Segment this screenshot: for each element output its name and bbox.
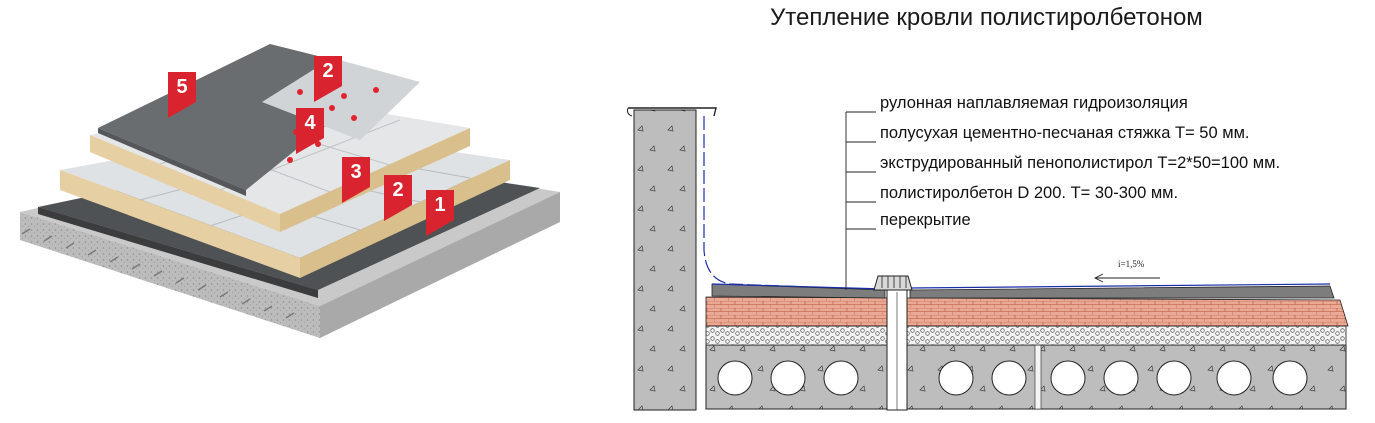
layer-marker: 4 [296,108,324,154]
layer-label-waterproofing: рулонная наплавляемая гидроизоляция [880,94,1188,112]
layer-marker: 1 [426,190,454,236]
leader-lines [845,111,876,290]
slope-arrow-icon [1093,273,1160,283]
layer-marker: 5 [168,72,196,118]
layer-label-polystyrene-concrete: полистиролбетон D 200. Т= 30-300 мм. [880,184,1179,202]
hollow-core-slab [705,344,1347,410]
slope-label: i=1,5% [1118,259,1145,269]
roof-section-drawing [627,107,1349,411]
layer-label-screed: полусухая цементно-песчаная стяжка Т= 50… [880,124,1250,142]
layer-marker: 2 [314,56,342,102]
xps-layer [705,296,1349,327]
roof-drain [873,275,913,411]
polystyrene-concrete-layer [705,325,1347,346]
layer-marker: 2 [384,175,412,221]
isometric-roof-layers [20,44,560,338]
screed-layer [711,283,1335,299]
layer-label-xps: экструдированный пенополистирол Т=2*50=1… [880,154,1281,172]
parapet-wall [627,107,886,411]
layer-label-slab: перекрытие [880,211,971,229]
layer-marker: 3 [342,157,370,203]
page-title: Утепление кровли полистиролбетоном [770,4,1203,31]
